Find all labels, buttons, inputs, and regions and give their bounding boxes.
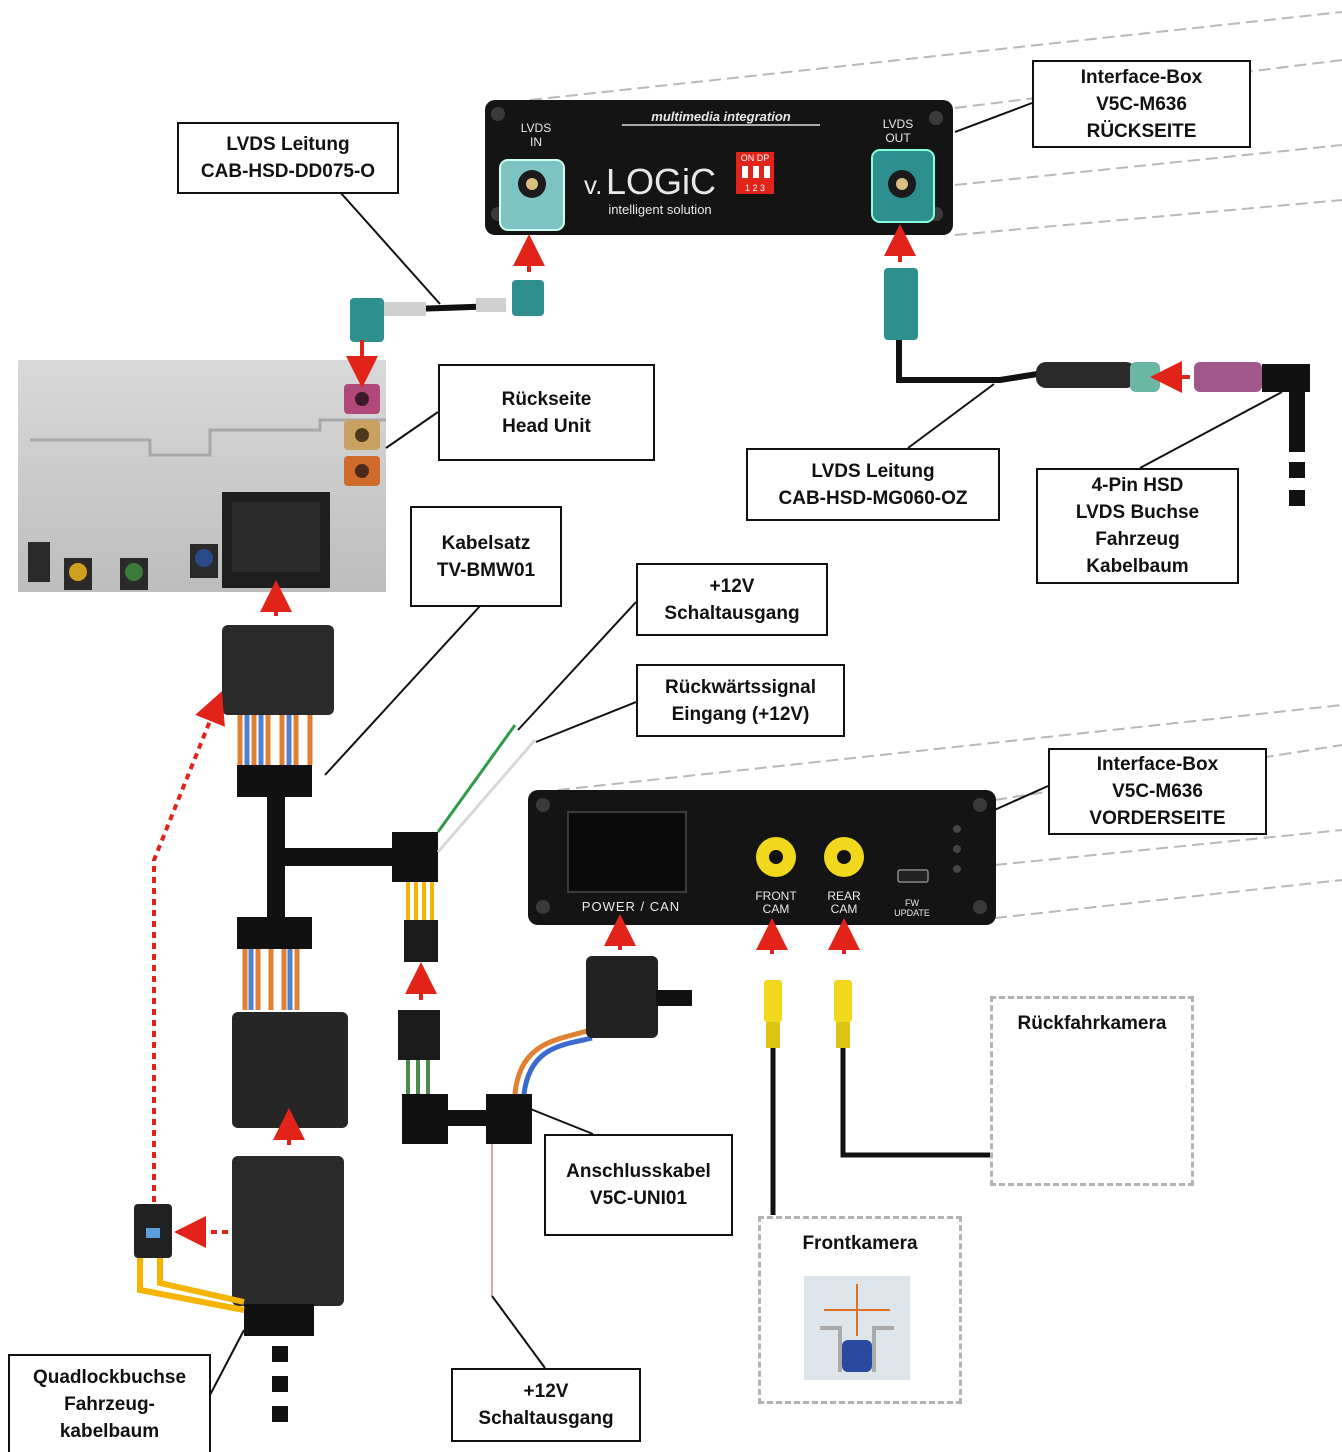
lvds-cable-mid-graphic [884,268,1310,506]
label-line: RÜCKSEITE [1086,120,1197,142]
label-line: kabelbaum [59,1420,160,1442]
dip-on-label: ON DP [741,153,770,163]
label-line: V5C-M636 [1112,781,1203,802]
label-line: Schaltausgang [664,602,800,624]
rca-cables [764,980,990,1215]
front-cam-label-2: CAM [763,902,790,916]
label-line: Schaltausgang [478,1408,614,1429]
label-line: Fahrzeug- [64,1393,155,1415]
label-line: +12V [523,1381,569,1402]
label-line: Kabelbaum [1086,556,1189,577]
label-line: Head Unit [502,415,591,437]
label-interface-box-front: Interface-Box V5C-M636 VORDERSEITE [1048,748,1267,835]
label-switch-output-bottom: +12V Schaltausgang [451,1368,641,1442]
label-line: V5C-M636 [1096,93,1187,115]
lvds-cable-top-graphic [350,280,544,342]
label-lvds-cable-mid: LVDS Leitung CAB-HSD-MG060-OZ [746,448,1000,521]
head-unit-back-plate [18,360,386,592]
front-camera-title: Frontkamera [802,1233,918,1254]
label-line: LVDS Buchse [1075,502,1200,523]
logo-text: LOGiC [606,161,716,202]
label-line: Interface-Box [1080,66,1203,88]
label-line: Quadlockbuchse [32,1366,187,1388]
lvds-in-label-2: IN [530,135,542,149]
leader-lines [209,102,1283,1396]
label-line: Fahrzeug [1095,529,1180,550]
label-line: Interface-Box [1096,754,1219,775]
lvds-in-label-1: LVDS [521,121,551,135]
box-front-texts: POWER / CAN FRONT CAM REAR CAM FW UPDATE [582,889,930,918]
lvds-out-label-2: OUT [885,131,911,145]
harness-graphic [134,625,692,1422]
brand-line: multimedia integration [651,109,790,124]
front-camera-frame: Frontkamera [758,1216,962,1404]
label-line: Kabelsatz [441,532,531,554]
fw-update-label-1: FW [905,898,919,908]
label-head-unit-back: Rückseite Head Unit [438,364,655,461]
label-line: VORDERSEITE [1089,808,1226,829]
label-quadlock: Quadlockbuchse Fahrzeug- kabelbaum [8,1354,211,1452]
label-cable-set: Kabelsatz TV-BMW01 [410,506,562,607]
label-line: 4-Pin HSD [1091,475,1184,496]
label-line: Anschlusskabel [566,1161,711,1182]
lvds-out-label-1: LVDS [883,117,913,131]
label-line: LVDS Leitung [811,460,935,482]
rear-camera-frame: Rückfahrkamera [990,996,1194,1186]
label-line: TV-BMW01 [436,559,536,581]
label-line: CAB-HSD-MG060-OZ [778,487,968,509]
rear-camera-title: Rückfahrkamera [1017,1013,1167,1034]
red-arrows [152,224,1190,1248]
front-camera-image [804,1276,910,1380]
rear-cam-label-2: CAM [831,902,858,916]
logo-prefix: v. [584,170,602,200]
interface-box-back-panel [485,100,953,235]
label-line: CAB-HSD-DD075-O [200,161,376,182]
label-line: Eingang (+12V) [671,703,810,725]
label-lvds-cable-top: LVDS Leitung CAB-HSD-DD075-O [177,122,399,194]
label-switch-output-top: +12V Schaltausgang [636,563,828,636]
label-line: +12V [709,575,755,597]
rear-cam-label-1: REAR [827,889,861,903]
dip-number-label: 1 2 3 [745,183,765,193]
interface-box-front-panel [528,790,996,925]
label-line: V5C-UNI01 [589,1188,688,1209]
label-connection-cable: Anschlusskabel V5C-UNI01 [544,1134,733,1236]
logo-tagline: intelligent solution [608,202,711,217]
front-cam-label-1: FRONT [755,889,797,903]
label-reverse-signal: Rückwärtssignal Eingang (+12V) [636,664,845,737]
label-interface-box-back: Interface-Box V5C-M636 RÜCKSEITE [1032,60,1251,148]
label-line: Rückseite [501,388,592,410]
fw-update-label-2: UPDATE [894,908,930,918]
power-can-label: POWER / CAN [582,899,680,914]
label-line: Rückwärtssignal [665,676,816,698]
label-hsd-socket: 4-Pin HSD LVDS Buchse Fahrzeug Kabelbaum [1036,468,1239,584]
box-back-texts: LVDS IN LVDS OUT multimedia integration … [521,109,913,217]
label-line: LVDS Leitung [226,134,350,155]
